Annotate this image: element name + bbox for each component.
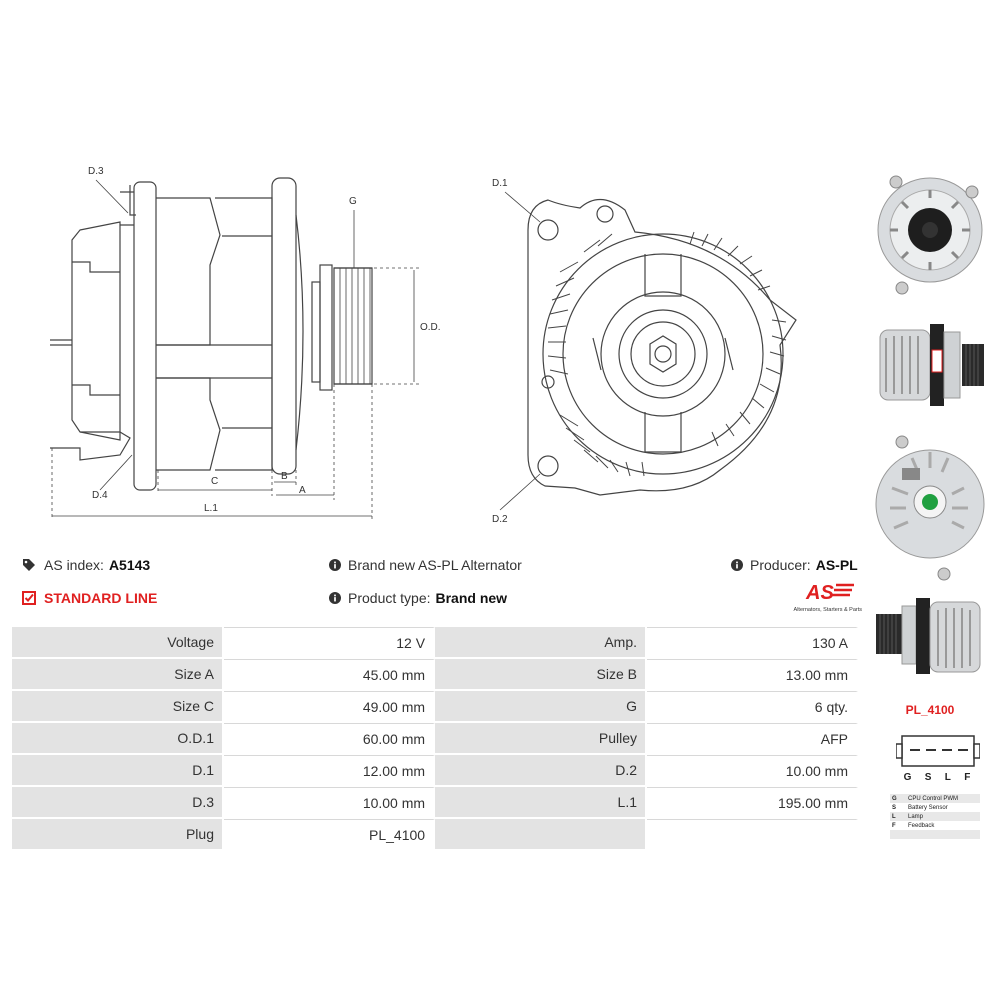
- spec-value: 10.00 mm: [224, 787, 436, 819]
- table-row: Size C 49.00 mm G 6 qty.: [12, 691, 858, 723]
- label-d4: D.4: [92, 490, 108, 501]
- legend-row: S Battery Sensor: [890, 803, 980, 812]
- legend-desc: Lamp: [906, 812, 980, 821]
- legend-pin: S: [892, 804, 897, 811]
- legend-desc: Battery Sensor: [908, 804, 948, 811]
- logo-mark-text: AS: [805, 582, 834, 603]
- legend-row: [890, 830, 980, 839]
- spec-value: 12.00 mm: [224, 755, 436, 787]
- label-g: G: [349, 196, 357, 207]
- legend-pin: G: [890, 794, 906, 803]
- spec-value: AFP: [647, 723, 858, 755]
- product-photo-side: [879, 324, 984, 406]
- legend-desc: Feedback: [908, 822, 935, 829]
- label-od1: O.D.1: [420, 322, 440, 333]
- label-d3: D.3: [88, 166, 104, 177]
- product-photo-top: [876, 598, 981, 674]
- spec-label: O.D.1: [12, 723, 224, 755]
- legend-desc: CPU Control PWM: [906, 794, 980, 803]
- plug-connector-icon: [896, 735, 980, 767]
- as-logo: AS Alternators, Starters & Parts: [776, 579, 862, 615]
- table-row: Voltage 12 V Amp. 130 A: [12, 627, 858, 659]
- spec-label: D.1: [12, 755, 224, 787]
- plug-title: PL_4100: [905, 703, 955, 717]
- spec-value: 10.00 mm: [647, 755, 858, 787]
- plug-pin: F: [964, 772, 971, 783]
- info-icon: [329, 559, 341, 571]
- product-type-value: Brand new: [435, 590, 508, 606]
- spec-table: Voltage 12 V Amp. 130 A Size A 45.00 mm …: [12, 627, 858, 851]
- label-d1: D.1: [492, 178, 508, 189]
- label-d2: D.2: [492, 514, 508, 525]
- label-a: A: [299, 485, 306, 496]
- spec-label: Size B: [435, 659, 647, 691]
- spec-value: 195.00 mm: [647, 787, 858, 819]
- producer: Producer: AS-PL: [731, 557, 858, 573]
- logo-tagline: Alternators, Starters & Parts: [793, 607, 862, 613]
- plug-pin: L: [944, 772, 951, 783]
- table-row: Size A 45.00 mm Size B 13.00 mm: [12, 659, 858, 691]
- as-index: AS index: A5143: [22, 557, 150, 573]
- label-l1: L.1: [204, 503, 218, 514]
- spec-label: Amp.: [435, 627, 647, 659]
- spec-label: L.1: [435, 787, 647, 819]
- producer-label: Producer:: [750, 557, 811, 573]
- product-photo-front: [877, 175, 983, 295]
- as-index-label: AS index:: [44, 557, 104, 573]
- spec-value: 45.00 mm: [224, 659, 436, 691]
- spec-value: 60.00 mm: [224, 723, 436, 755]
- producer-value: AS-PL: [815, 557, 858, 573]
- brand-info: Brand new AS-PL Alternator: [329, 557, 522, 573]
- table-row: O.D.1 60.00 mm Pulley AFP: [12, 723, 858, 755]
- legend-pin: F: [892, 822, 896, 829]
- spec-label: Size A: [12, 659, 224, 691]
- spec-value: 12 V: [224, 627, 436, 659]
- standard-line-text: STANDARD LINE: [44, 590, 158, 606]
- spec-label: Pulley: [435, 723, 647, 755]
- side-view-drawing: D.3 D.4 G O.D.1 C B A L.1: [50, 166, 440, 520]
- product-photo-rear: [875, 435, 985, 581]
- product-type: Product type: Brand new: [329, 590, 507, 606]
- spec-label: D.2: [435, 755, 647, 787]
- label-b: B: [281, 471, 288, 482]
- legend-pin: L: [890, 812, 906, 821]
- spec-label: D.3: [12, 787, 224, 819]
- legend-row: F Feedback: [890, 821, 980, 830]
- checkbox-checked-icon: [22, 591, 36, 605]
- info-icon: [329, 592, 341, 604]
- product-type-label: Product type:: [348, 590, 431, 606]
- table-row: D.3 10.00 mm L.1 195.00 mm: [12, 787, 858, 819]
- spec-label: [435, 819, 647, 851]
- plug-pin-letters: G S L F: [897, 772, 977, 783]
- spec-value: [647, 819, 858, 851]
- table-row: D.1 12.00 mm D.2 10.00 mm: [12, 755, 858, 787]
- spec-value: 13.00 mm: [647, 659, 858, 691]
- table-row: Plug PL_4100: [12, 819, 858, 851]
- spec-value: PL_4100: [224, 819, 436, 851]
- tag-icon: [23, 559, 35, 571]
- spec-value: 49.00 mm: [224, 691, 436, 723]
- spec-label: Voltage: [12, 627, 224, 659]
- standard-line: STANDARD LINE: [22, 590, 157, 606]
- spec-value: 6 qty.: [647, 691, 858, 723]
- as-logo-mark: AS: [805, 582, 854, 604]
- as-index-value: A5143: [108, 557, 151, 573]
- label-c: C: [211, 476, 218, 487]
- spec-label: Size C: [12, 691, 224, 723]
- spec-label: Plug: [12, 819, 224, 851]
- plug-pin: S: [924, 772, 932, 783]
- front-view-drawing: D.1 D.2: [492, 178, 797, 525]
- spec-label: G: [435, 691, 647, 723]
- brand-text: Brand new AS-PL Alternator: [348, 557, 522, 573]
- spec-value: 130 A: [647, 627, 858, 659]
- info-icon: [731, 559, 743, 571]
- plug-pin: G: [903, 772, 912, 783]
